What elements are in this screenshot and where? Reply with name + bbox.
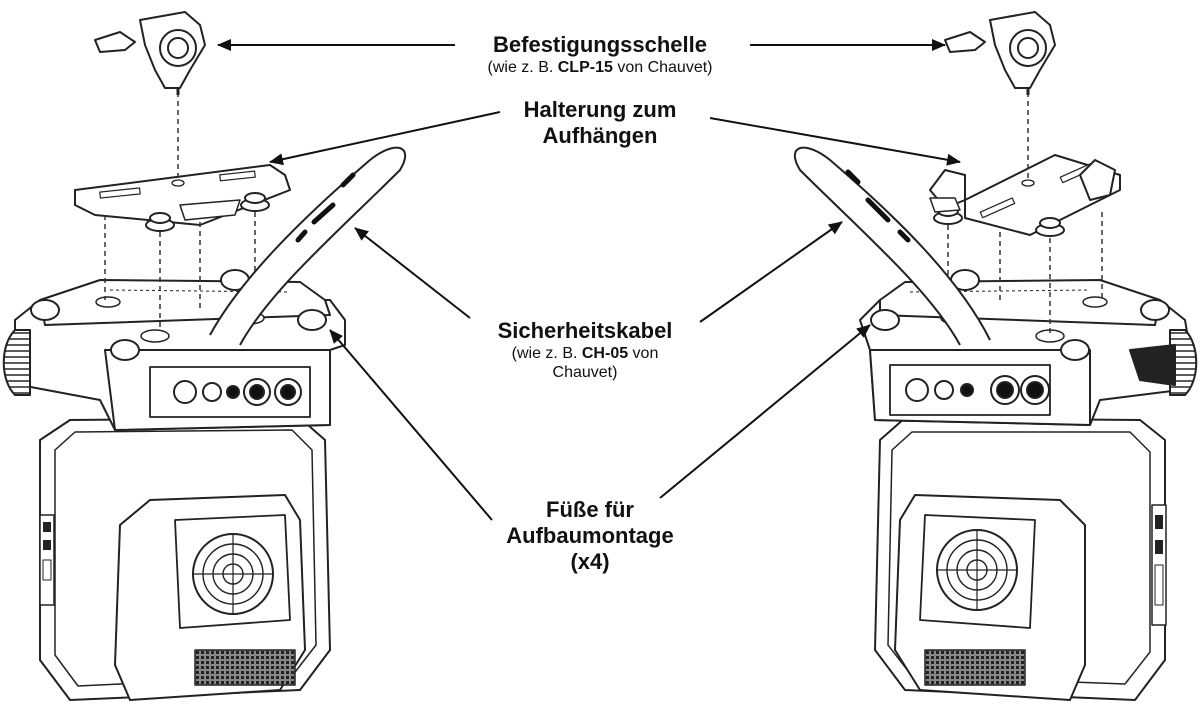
label-safety-title: Sicherheitskabel (497, 318, 673, 343)
label-safety-cable: Sicherheitskabel (wie z. B. CH-05 von Ch… (465, 318, 705, 382)
arrow-feet-left (329, 329, 493, 521)
label-bracket: Halterung zum Aufhängen (480, 97, 720, 149)
label-feet-line2: Aufbaumontage (506, 523, 674, 548)
left-hanging-bracket (74, 164, 291, 232)
right-hanging-bracket (929, 154, 1121, 237)
right-safety-cable (793, 146, 991, 346)
arrow-safety-left (354, 227, 471, 319)
callout-arrows (217, 39, 961, 521)
left-clamp (94, 11, 206, 95)
arrow-feet-right (659, 324, 871, 499)
label-clamp: Befestigungsschelle (wie z. B. CLP-15 vo… (440, 32, 760, 77)
label-feet-line1: Füße für (546, 497, 634, 522)
label-feet-line3: (x4) (570, 549, 610, 574)
label-safety-note: (wie z. B. CH-05 von (511, 345, 659, 362)
label-clamp-title: Befestigungsschelle (493, 32, 707, 57)
arrow-bracket-left (269, 111, 501, 166)
left-safety-cable (209, 146, 407, 346)
left-moving-head (2, 269, 346, 701)
right-moving-head (859, 269, 1198, 701)
arrow-safety-right (699, 221, 843, 323)
right-clamp (944, 11, 1056, 95)
left-assembly-lines (104, 92, 256, 330)
label-bracket-line1: Halterung zum (523, 97, 677, 122)
label-bracket-line2: Aufhängen (542, 123, 658, 148)
arrow-bracket-right (709, 117, 961, 166)
label-clamp-note: (wie z. B. CLP-15 von Chauvet) (487, 59, 713, 76)
label-feet: Füße für Aufbaumontage (x4) (470, 497, 710, 575)
label-safety-note-line2: Chauvet) (552, 364, 618, 381)
